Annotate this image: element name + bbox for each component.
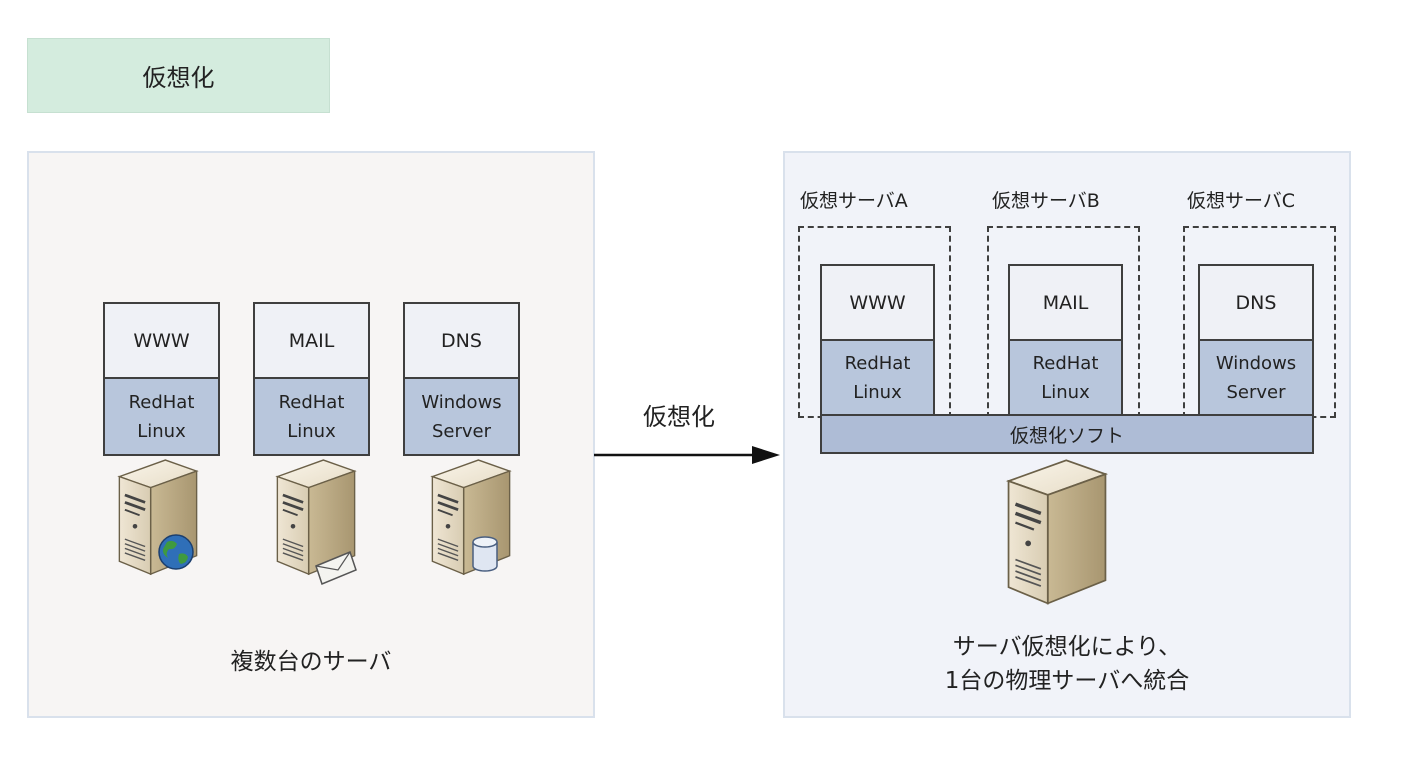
- app-layer: DNS: [1198, 264, 1314, 341]
- os-line-2: Server: [1226, 381, 1286, 403]
- app-layer: WWW: [103, 302, 220, 379]
- right-caption: サーバ仮想化により、 1台の物理サーバへ統合: [783, 630, 1351, 698]
- app-layer: DNS: [403, 302, 520, 379]
- os-line-1: RedHat: [1032, 352, 1099, 374]
- os-line-1: RedHat: [128, 391, 195, 413]
- arrow-label: 仮想化: [643, 403, 715, 431]
- right-caption-line-1: サーバ仮想化により、: [952, 634, 1182, 660]
- os-line-2: Server: [431, 420, 491, 442]
- mail-server-icon: [275, 458, 357, 585]
- hypervisor-layer: 仮想化ソフト: [820, 414, 1314, 454]
- database-icon: [472, 536, 498, 572]
- globe-icon: [158, 534, 194, 570]
- virtual-server-label-c: 仮想サーバC: [1187, 190, 1296, 212]
- os-line-1: Windows: [1215, 352, 1297, 374]
- dns-server-icon: [430, 458, 512, 576]
- os-line-2: Linux: [1041, 381, 1090, 403]
- web-server-icon: [117, 458, 199, 576]
- os-line-2: Linux: [853, 381, 902, 403]
- app-layer: MAIL: [1008, 264, 1123, 341]
- physical-server-icon: [1006, 458, 1108, 606]
- os-line-2: Linux: [287, 420, 336, 442]
- envelope-icon: [315, 551, 357, 585]
- app-layer: WWW: [820, 264, 935, 341]
- os-line-1: RedHat: [844, 352, 911, 374]
- os-line-1: RedHat: [278, 391, 345, 413]
- left-caption: 複数台のサーバ: [230, 649, 392, 675]
- right-caption-line-2: 1台の物理サーバへ統合: [944, 668, 1190, 694]
- os-line-1: Windows: [421, 391, 502, 413]
- virtual-server-label-a: 仮想サーバA: [800, 190, 908, 212]
- virtualization-arrow: [594, 446, 780, 464]
- os-line-2: Linux: [137, 420, 186, 442]
- diagram-title: 仮想化: [27, 38, 330, 113]
- virtual-server-label-b: 仮想サーバB: [992, 190, 1100, 212]
- app-layer: MAIL: [253, 302, 370, 379]
